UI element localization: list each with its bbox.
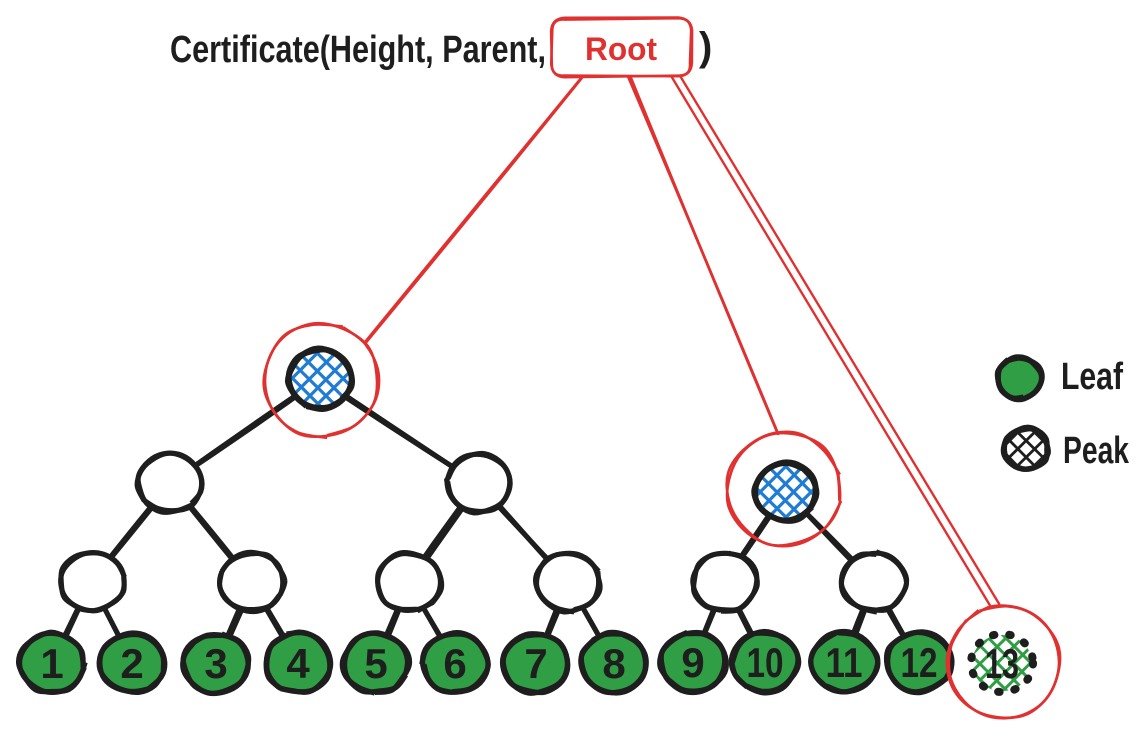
svg-text:10: 10 [747, 639, 784, 686]
svg-text:): ) [699, 25, 712, 69]
svg-text:12: 12 [901, 639, 938, 686]
svg-text:Root: Root [585, 31, 657, 67]
svg-text:6: 6 [443, 640, 466, 687]
svg-text:Peak: Peak [1063, 430, 1130, 472]
svg-text:3: 3 [204, 640, 227, 687]
svg-text:13: 13 [985, 640, 1019, 687]
svg-text:5: 5 [364, 640, 387, 687]
svg-text:Leaf: Leaf [1061, 356, 1123, 398]
svg-text:7: 7 [524, 640, 547, 687]
svg-text:4: 4 [286, 640, 310, 687]
svg-text:1: 1 [40, 640, 63, 687]
svg-text:11: 11 [826, 639, 863, 686]
svg-text:8: 8 [602, 640, 625, 687]
svg-text:2: 2 [120, 640, 143, 687]
svg-text:9: 9 [681, 639, 704, 686]
svg-text:Certificate(Height, Parent,: Certificate(Height, Parent, [170, 29, 546, 71]
